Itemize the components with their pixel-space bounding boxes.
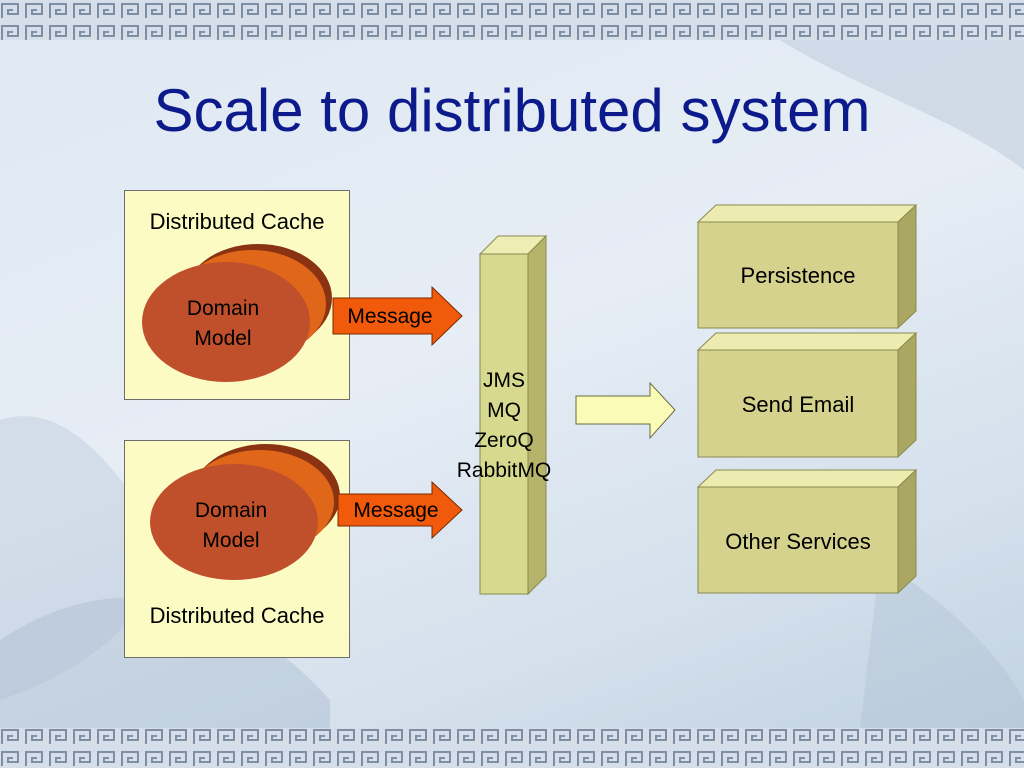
domain-model-shape-2 xyxy=(150,444,340,580)
message-arrow-1 xyxy=(332,285,463,347)
dispatch-arrow xyxy=(575,381,676,440)
message-label-2: Message xyxy=(353,499,439,522)
send-email-block xyxy=(696,331,918,459)
bottom-border-band xyxy=(0,728,1024,768)
domain-model-label-1: Domain Model xyxy=(186,297,260,350)
message-label-1: Message xyxy=(347,305,433,328)
persistence-label: Persistence xyxy=(740,263,856,288)
persistence-block xyxy=(696,203,918,330)
domain-model-label-2: Domain Model xyxy=(194,499,268,552)
message-arrow-2 xyxy=(337,480,463,540)
slide-title: Scale to distributed system xyxy=(153,77,871,144)
queue-label: JMS MQ ZeroQ RabbitMQ xyxy=(456,369,552,482)
other-services-block xyxy=(696,468,918,595)
domain-model-shape-1 xyxy=(142,244,332,382)
distributed-cache-label-1: Distributed Cache xyxy=(149,209,325,234)
other-services-label: Other Services xyxy=(725,529,871,554)
message-queue-bar xyxy=(478,234,548,596)
top-border-band xyxy=(0,0,1024,40)
distributed-cache-label-2: Distributed Cache xyxy=(149,603,325,628)
send-email-label: Send Email xyxy=(741,392,855,417)
